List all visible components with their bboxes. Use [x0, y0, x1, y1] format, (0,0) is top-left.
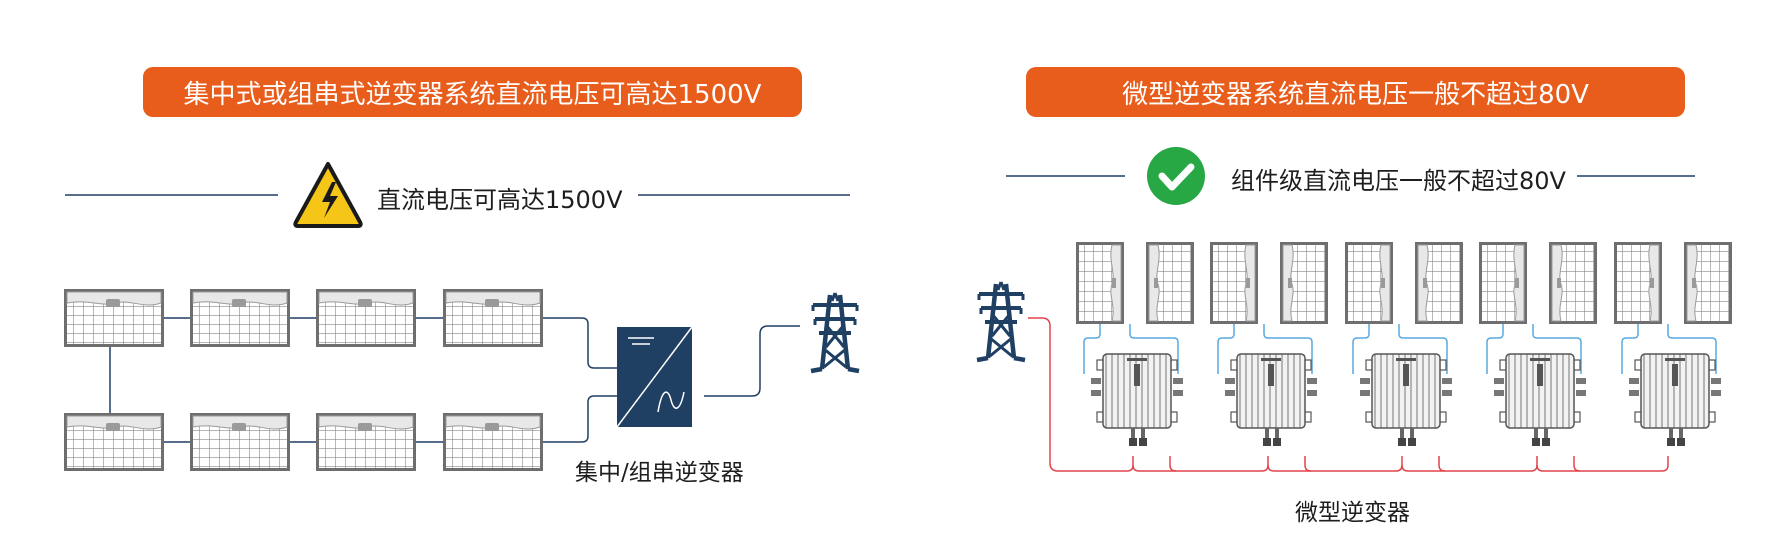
- right-voltage-note: 组件级直流电压一般不超过80V: [1231, 167, 1566, 195]
- ac-trunk-cable: [1028, 317, 1669, 472]
- solar-panel: [442, 288, 544, 348]
- solar-panel: [189, 288, 291, 348]
- transmission-tower-icon: [977, 282, 1025, 360]
- micro-inverter-unit: [1613, 241, 1733, 447]
- micro-inverter-icon: [1628, 353, 1722, 447]
- solar-panel: [442, 412, 544, 472]
- micro-inverter-icon: [1090, 353, 1184, 447]
- transmission-tower-icon: [811, 293, 859, 371]
- solar-panel: [63, 288, 165, 348]
- micro-inverter-label: 微型逆变器: [1295, 500, 1410, 526]
- micro-inverter-icon: [1493, 353, 1587, 447]
- micro-inverter-unit: [1209, 241, 1329, 447]
- solar-panel: [315, 412, 417, 472]
- string-inverter-label: 集中/组串逆变器: [575, 460, 744, 486]
- micro-inverter-unit: [1478, 241, 1598, 447]
- solar-panel: [315, 288, 417, 348]
- left-title-banner: 集中式或组串式逆变器系统直流电压可高达1500V: [143, 67, 802, 117]
- left-voltage-note: 直流电压可高达1500V: [377, 186, 623, 214]
- micro-inverter-unit: [1344, 241, 1464, 447]
- check-icon: [1147, 147, 1205, 205]
- micro-inverter-icon: [1359, 353, 1453, 447]
- micro-inverter-icon: [1224, 353, 1318, 447]
- ac-grid-wiring: [704, 325, 800, 397]
- dc-string-wiring: [109, 317, 617, 443]
- high-voltage-warning-icon: [293, 162, 363, 228]
- micro-inverter-unit: [1075, 241, 1195, 447]
- solar-panel: [63, 412, 165, 472]
- solar-panel: [189, 412, 291, 472]
- string-inverter-icon: [616, 326, 693, 428]
- right-title-banner: 微型逆变器系统直流电压一般不超过80V: [1026, 67, 1685, 117]
